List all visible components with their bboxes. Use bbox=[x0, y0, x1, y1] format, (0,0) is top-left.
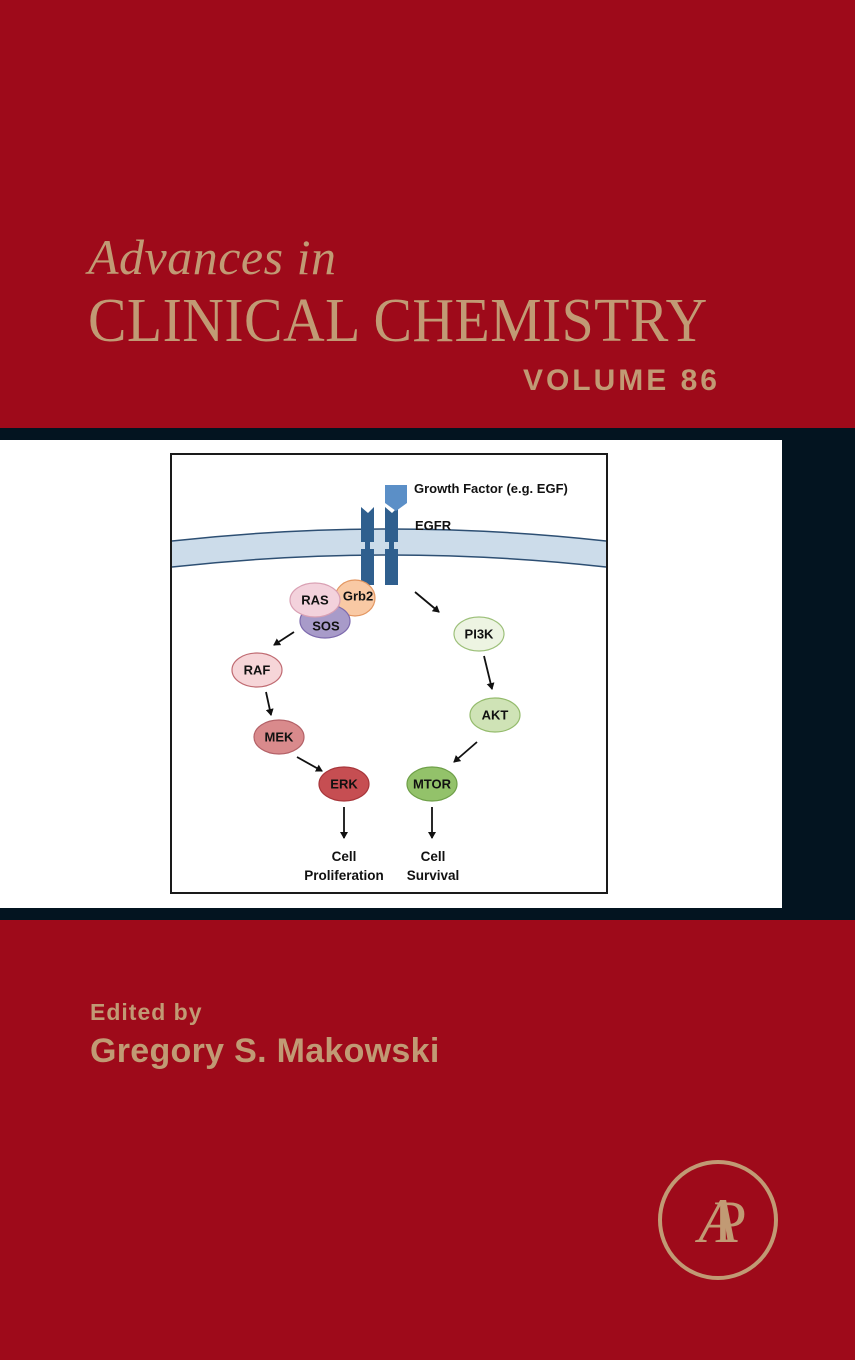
mek-label: MEK bbox=[264, 729, 294, 745]
mek-node bbox=[253, 719, 305, 755]
akt-node bbox=[469, 697, 521, 733]
pathway-figure: Growth Factor (e.g. EGF) EGFR RAS Grb2 S… bbox=[170, 453, 608, 894]
edited-by-label: Edited by bbox=[90, 999, 203, 1025]
raf-node bbox=[231, 652, 283, 688]
akt-label: AKT bbox=[481, 707, 509, 723]
mtor-node bbox=[406, 766, 458, 802]
editor-name: Gregory S. Makowski bbox=[90, 1032, 440, 1070]
outcome-proliferation: Cell Proliferation bbox=[304, 847, 384, 885]
growth-factor-label: Growth Factor (e.g. EGF) bbox=[414, 481, 568, 496]
egfr-receptor-icon bbox=[361, 485, 407, 585]
pi3k-label: PI3K bbox=[464, 626, 494, 642]
outcome-survival: Cell Survival bbox=[407, 847, 460, 885]
svg-text:A: A bbox=[694, 1185, 738, 1256]
outcome-survival-line1: Cell bbox=[420, 849, 446, 864]
pathway-diagram bbox=[172, 485, 606, 839]
svg-text:P: P bbox=[713, 1189, 746, 1255]
pathway-arrows bbox=[265, 591, 495, 839]
ap-monogram-icon: A P bbox=[658, 1160, 778, 1280]
series-title: CLINICAL CHEMISTRY bbox=[88, 287, 708, 355]
mtor-label: MTOR bbox=[412, 776, 452, 792]
raf-label: RAF bbox=[243, 662, 271, 678]
grb2-label: Grb2 bbox=[342, 588, 374, 604]
volume-number: VOLUME 86 bbox=[522, 364, 720, 397]
sos-label: SOS bbox=[312, 618, 340, 634]
ras-label: RAS bbox=[301, 592, 329, 608]
erk-node bbox=[318, 766, 370, 802]
pi3k-node bbox=[453, 616, 505, 652]
erk-label: ERK bbox=[330, 776, 358, 792]
ras-node bbox=[289, 582, 341, 618]
outcome-survival-line2: Survival bbox=[406, 868, 460, 883]
outcome-proliferation-line2: Proliferation bbox=[304, 868, 384, 883]
outcome-proliferation-line1: Cell bbox=[331, 849, 357, 864]
series-prefix: Advances in bbox=[88, 229, 337, 285]
egfr-label: EGFR bbox=[415, 518, 452, 533]
